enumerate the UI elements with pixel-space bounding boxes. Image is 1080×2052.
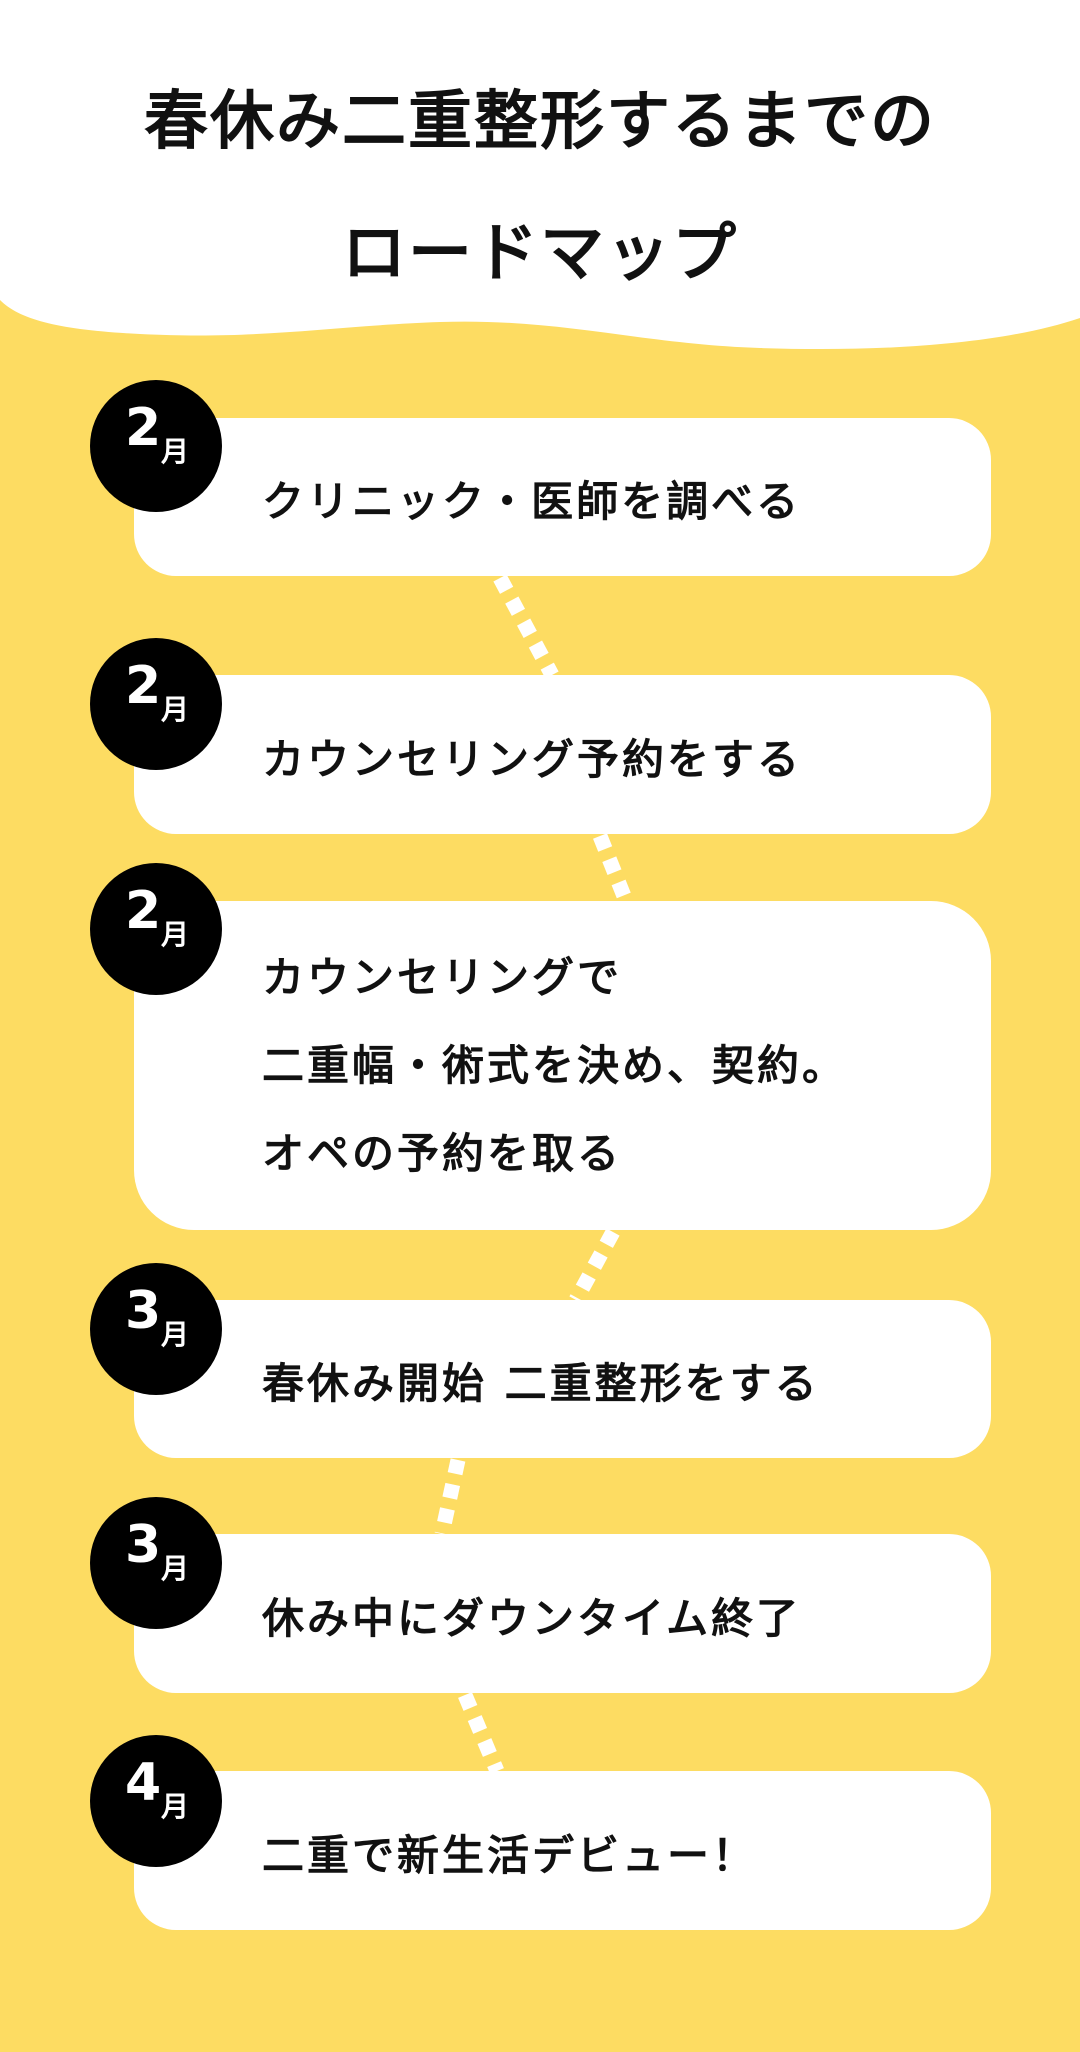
connector-1 xyxy=(493,574,559,679)
month-number: 2 xyxy=(125,398,162,458)
month-number: 3 xyxy=(125,1281,162,1341)
month-number: 2 xyxy=(125,656,162,716)
page-title-line1: 春休み二重整形するまでの xyxy=(144,85,936,159)
month-unit: 月 xyxy=(161,1552,190,1585)
step-text: 二重幅・術式を決め、契約。 xyxy=(262,1040,848,1090)
connector-2 xyxy=(593,833,633,904)
month-number: 2 xyxy=(125,881,162,941)
header-wave xyxy=(0,0,1080,350)
step-card-6: 二重で新生活デビュー！ xyxy=(134,1771,991,1930)
step-text: クリニック・医師を調べる xyxy=(262,477,802,526)
step-text: カウンセリングで xyxy=(262,952,623,1002)
step-text: オペの予約を取る xyxy=(262,1128,623,1178)
month-unit: 月 xyxy=(161,918,190,951)
month-unit: 月 xyxy=(161,1790,190,1823)
connector-4 xyxy=(434,1458,466,1536)
month-unit: 月 xyxy=(161,693,190,726)
step-card-4: 春休み開始 二重整形をする xyxy=(134,1300,991,1458)
month-unit: 月 xyxy=(161,435,190,468)
step-text: 休み中にダウンタイム終了 xyxy=(262,1593,802,1643)
step-card-1: クリニック・医師を調べる xyxy=(134,418,991,576)
step-card-3: カウンセリングで二重幅・術式を決め、契約。オペの予約を取る xyxy=(134,901,991,1230)
step-text: カウンセリング予約をする xyxy=(262,734,803,784)
month-number: 3 xyxy=(125,1515,162,1575)
connector-5 xyxy=(458,1692,504,1774)
page-title-line2: ロードマップ xyxy=(342,217,738,291)
step-card-2: カウンセリング予約をする xyxy=(134,675,991,834)
connector-3 xyxy=(569,1228,620,1304)
step-text: 春休み開始 二重整形をする xyxy=(262,1359,820,1408)
month-number: 4 xyxy=(125,1753,162,1813)
step-text: 二重で新生活デビュー！ xyxy=(262,1830,758,1880)
month-unit: 月 xyxy=(161,1318,190,1351)
step-card-5: 休み中にダウンタイム終了 xyxy=(134,1534,991,1693)
